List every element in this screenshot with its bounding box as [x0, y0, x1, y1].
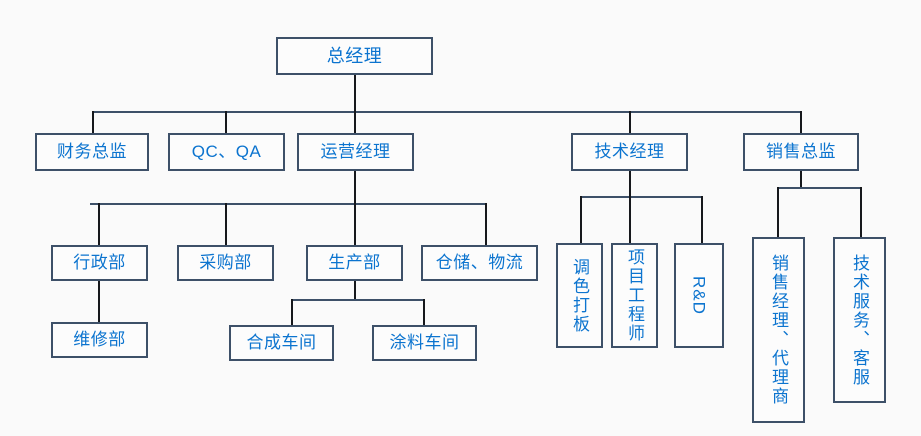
node-sales-manager-agent[interactable]: 销售经理、代理商: [752, 237, 805, 423]
node-operations-manager[interactable]: 运营经理: [297, 133, 414, 171]
connector-drop-operations: [354, 111, 356, 133]
connector-drop-rnd: [701, 196, 703, 243]
node-project-engineer[interactable]: 项目工程师: [611, 243, 658, 348]
node-tech-service-support[interactable]: 技术服务、客服: [833, 237, 886, 403]
connector-admin-maintenance: [98, 281, 100, 323]
connector-operations-bus: [90, 203, 487, 205]
node-admin-dept[interactable]: 行政部: [51, 245, 148, 281]
connector-technical-bus: [580, 196, 703, 198]
connector-drop-tech-service: [860, 187, 862, 237]
node-purchasing-dept[interactable]: 采购部: [177, 245, 274, 281]
connector-production-bus: [291, 299, 424, 301]
connector-drop-warehouse: [485, 203, 487, 246]
node-rnd[interactable]: R&D: [674, 243, 724, 348]
node-qc-qa[interactable]: QC、QA: [168, 133, 285, 171]
connector-drop-sales-manager: [777, 187, 779, 237]
connector-drop-qcqa: [225, 111, 227, 133]
connector-drop-synthesis: [291, 299, 293, 326]
connector-drop-production: [354, 203, 356, 246]
connector-drop-coating: [423, 299, 425, 326]
connector-drop-sales: [800, 111, 802, 133]
node-finance-director[interactable]: 财务总监: [35, 133, 149, 171]
connector-operations-stem: [354, 171, 356, 204]
connector-root-stem: [354, 74, 356, 112]
connector-sales-stem: [800, 171, 802, 188]
node-production-dept[interactable]: 生产部: [306, 245, 403, 281]
node-synthesis-workshop[interactable]: 合成车间: [229, 325, 334, 361]
node-sales-director[interactable]: 销售总监: [743, 133, 859, 171]
connector-drop-finance: [92, 111, 94, 133]
node-coating-workshop[interactable]: 涂料车间: [372, 325, 477, 361]
connector-drop-purchasing: [225, 203, 227, 246]
connector-sales-bus: [777, 187, 862, 189]
connector-drop-color-matching: [580, 196, 582, 243]
connector-drop-admin: [98, 203, 100, 246]
node-general-manager[interactable]: 总经理: [276, 37, 433, 75]
node-warehouse-logistics[interactable]: 仓储、物流: [421, 245, 538, 281]
node-technical-manager[interactable]: 技术经理: [571, 133, 688, 171]
connector-drop-technical: [629, 111, 631, 133]
connector-technical-stem: [629, 171, 631, 197]
connector-production-stem: [354, 281, 356, 300]
node-color-matching[interactable]: 调色打板: [556, 243, 603, 348]
connector-drop-project-engineer: [629, 196, 631, 243]
connector-level2-bus: [93, 111, 802, 113]
node-maintenance-dept[interactable]: 维修部: [51, 322, 148, 358]
